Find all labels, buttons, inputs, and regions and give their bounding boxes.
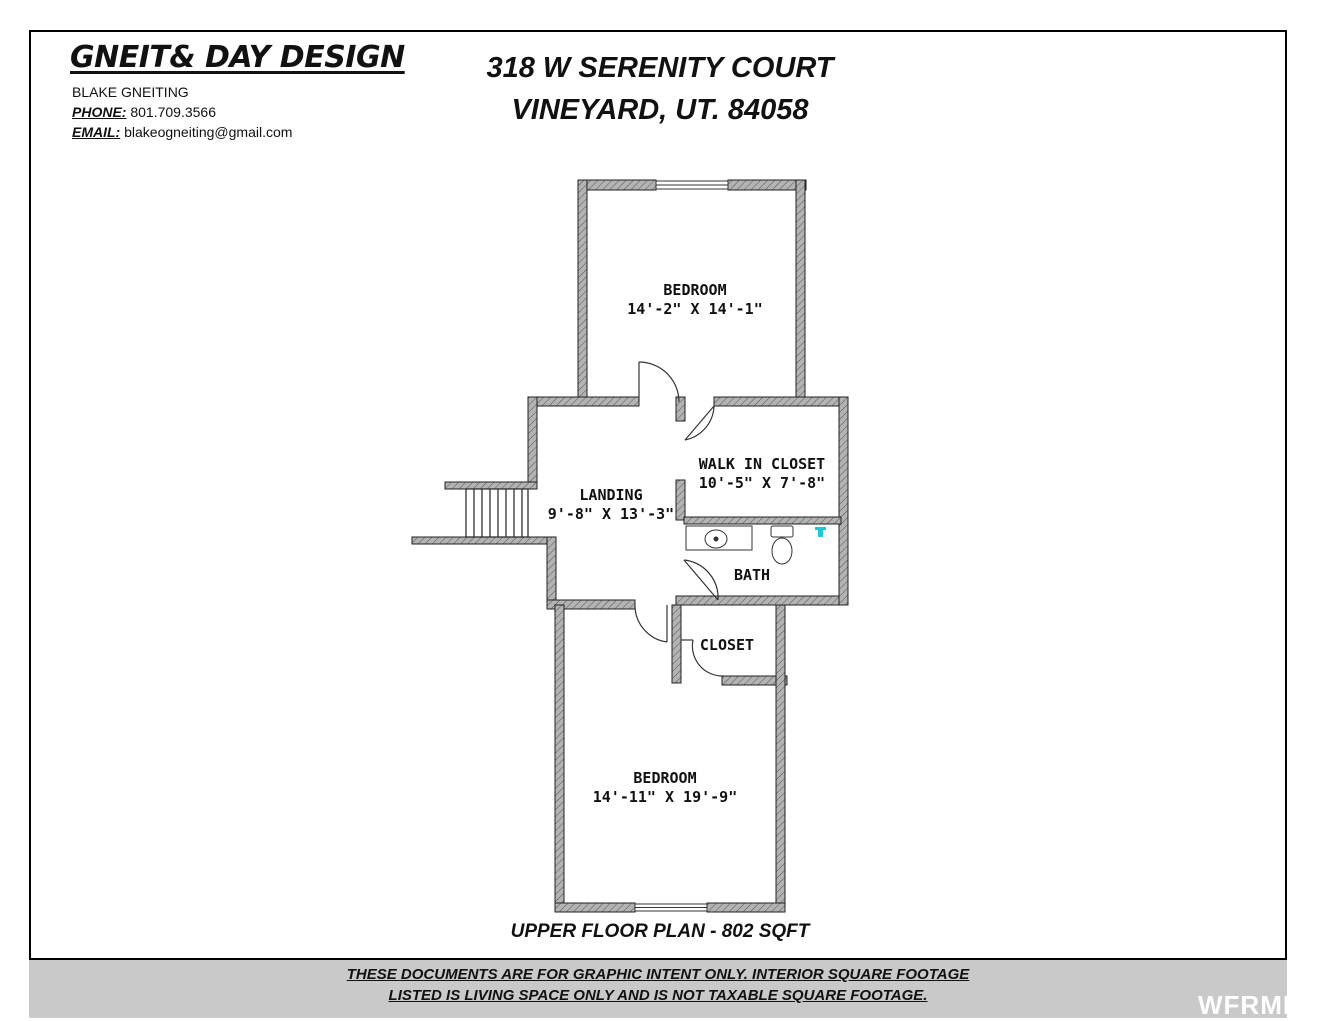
phone-line: PHONE: 801.709.3566 [72, 104, 216, 120]
closet-name: CLOSET [700, 636, 754, 654]
company-name: GNEIT& DAY DESIGN [70, 40, 405, 75]
disclaimer-bar [29, 958, 1287, 1018]
email-label: EMAIL: [72, 124, 121, 140]
door-swings [634, 361, 723, 677]
address-line-1: 318 W SERENITY COURT [486, 52, 834, 84]
bedroom-top-name: BEDROOM [663, 281, 726, 299]
email-address: blakeogneiting@gmail.com [124, 124, 293, 140]
contact-name: BLAKE GNEITING [72, 84, 189, 100]
landing-name: LANDING [579, 486, 642, 504]
toilet-icon [770, 525, 794, 565]
bath-name: BATH [734, 566, 770, 584]
bedroom-bottom-dims: 14'-11" X 19'-9" [593, 788, 738, 806]
bedroom-bottom-name: BEDROOM [633, 769, 696, 787]
email-line: EMAIL: blakeogneiting@gmail.com [72, 124, 292, 140]
windows [634, 180, 729, 912]
landing-dims: 9'-8" X 13'-3" [548, 505, 674, 523]
disclaimer-line-1: THESE DOCUMENTS ARE FOR GRAPHIC INTENT O… [346, 966, 970, 983]
phone-label: PHONE: [72, 104, 127, 120]
bedroom-top-dims: 14'-2" X 14'-1" [627, 300, 762, 318]
phone-number: 801.709.3566 [130, 104, 216, 120]
plan-caption: UPPER FLOOR PLAN - 802 SQFT [510, 921, 810, 942]
stairs [465, 488, 529, 538]
disclaimer-line-2: LISTED IS LIVING SPACE ONLY AND IS NOT T… [388, 987, 928, 1004]
valve-icon [815, 527, 826, 537]
sink-icon [685, 525, 753, 551]
watermark-logo: WFRMLS [1198, 990, 1319, 1020]
address-line-2: VINEYARD, UT. 84058 [511, 94, 809, 126]
walk-in-closet-dims: 10'-5" X 7'-8" [699, 474, 825, 492]
walk-in-closet-name: WALK IN CLOSET [699, 455, 825, 473]
